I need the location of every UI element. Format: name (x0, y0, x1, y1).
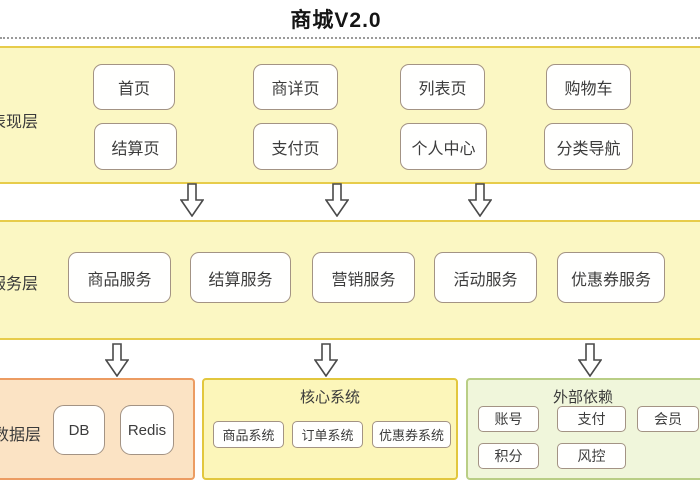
node-product-service: 商品服务 (68, 252, 171, 303)
architecture-diagram: { "title": "商城V2.0", "layers": { "presen… (0, 9, 700, 480)
node-payment: 支付 (557, 406, 626, 432)
node-order-system: 订单系统 (292, 421, 363, 448)
down-arrow-icon (180, 183, 204, 217)
diagram-title: 商城V2.0 (290, 9, 382, 32)
node-profile-page: 个人中心 (400, 123, 487, 170)
node-checkout-service: 结算服务 (190, 252, 291, 303)
node-points: 积分 (478, 443, 539, 469)
node-marketing-service: 营销服务 (312, 252, 415, 303)
down-arrow-icon (578, 343, 602, 377)
node-coupon-service: 优惠券服务 (557, 252, 665, 303)
node-account: 账号 (478, 406, 539, 432)
node-db: DB (53, 405, 105, 455)
down-arrow-icon (325, 183, 349, 217)
node-redis: Redis (120, 405, 174, 455)
node-product-detail-page: 商详页 (253, 64, 338, 110)
node-cart-page: 购物车 (546, 64, 631, 110)
node-activity-service: 活动服务 (434, 252, 537, 303)
node-checkout-page: 结算页 (94, 123, 177, 170)
dashed-divider (0, 37, 700, 39)
down-arrow-icon (105, 343, 129, 377)
node-payment-page: 支付页 (253, 123, 338, 170)
node-home-page: 首页 (93, 64, 175, 110)
presentation-layer-label: 表现层 (0, 114, 39, 131)
down-arrow-icon (468, 183, 492, 217)
service-layer-label: 服务层 (0, 276, 39, 293)
node-product-system: 商品系统 (213, 421, 284, 448)
data-layer-label: 数据层 (0, 427, 42, 444)
node-coupon-system: 优惠券系统 (372, 421, 451, 448)
node-member: 会员 (637, 406, 699, 432)
node-category-nav: 分类导航 (544, 123, 633, 170)
down-arrow-icon (314, 343, 338, 377)
core-system-title: 核心系统 (299, 389, 360, 406)
external-deps-title: 外部依赖 (552, 389, 613, 406)
node-risk-control: 风控 (557, 443, 626, 469)
node-list-page: 列表页 (400, 64, 485, 110)
